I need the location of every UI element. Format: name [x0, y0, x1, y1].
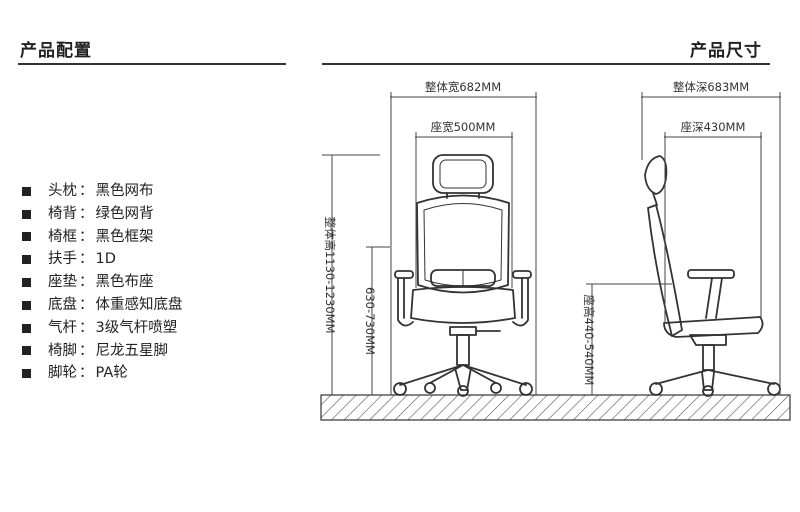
- seat-depth-label: 座深430MM: [681, 120, 746, 134]
- side-view-chair: [644, 155, 781, 397]
- seat-width-label: 座宽500MM: [431, 120, 496, 134]
- bullet-icon: [22, 209, 31, 219]
- overall-height-dimension: [322, 154, 380, 395]
- bullet-icon: [22, 300, 31, 310]
- bullet-icon: [22, 255, 31, 265]
- bullet-icon: [22, 186, 31, 196]
- side-seat-height-dimension: [586, 283, 672, 395]
- bullet-icon: [22, 232, 31, 242]
- bullet-icon: [22, 278, 31, 288]
- floor-hatch: [320, 394, 791, 421]
- front-view-chair: [393, 154, 533, 397]
- dimensions-heading-rule: [322, 63, 770, 65]
- side-seat-height-label: 座高440-540MM: [582, 295, 596, 386]
- front-seat-height-label: 630-730MM: [363, 287, 377, 355]
- spec-list: 头枕：黑色网布 椅背：绿色网背 椅框：黑色框架 扶手：1D 座垫：黑色布座 底盘…: [22, 180, 183, 385]
- spec-item-backrest: 椅背：绿色网背: [22, 203, 183, 226]
- spec-item-gas-lift: 气杆：3级气杆喷塑: [22, 317, 183, 340]
- spec-item-base: 椅脚：尼龙五星脚: [22, 340, 183, 363]
- spec-item-armrest: 扶手：1D: [22, 248, 183, 271]
- config-heading-rule: [18, 63, 286, 65]
- dimensions-heading: 产品尺寸: [690, 41, 762, 61]
- front-seat-height-dimension: [366, 246, 390, 395]
- overall-width-dimension: [390, 92, 537, 395]
- spec-item-casters: 脚轮：PA轮: [22, 362, 183, 385]
- overall-depth-dimension: [641, 92, 781, 395]
- seat-depth-dimension: [664, 132, 762, 323]
- overall-height-label: 整体高1130-1230MM: [323, 216, 337, 333]
- spec-item-frame: 椅框：黑色框架: [22, 226, 183, 249]
- overall-width-label: 整体宽682MM: [425, 80, 501, 94]
- bullet-icon: [22, 323, 31, 333]
- bullet-icon: [22, 369, 31, 379]
- bullet-icon: [22, 346, 31, 356]
- spec-item-headrest: 头枕：黑色网布: [22, 180, 183, 203]
- spec-item-seat-cushion: 座垫：黑色布座: [22, 271, 183, 294]
- overall-depth-label: 整体深683MM: [673, 80, 749, 94]
- config-heading: 产品配置: [20, 41, 92, 61]
- spec-item-mechanism: 底盘：体重感知底盘: [22, 294, 183, 317]
- seat-width-dimension: [415, 132, 513, 288]
